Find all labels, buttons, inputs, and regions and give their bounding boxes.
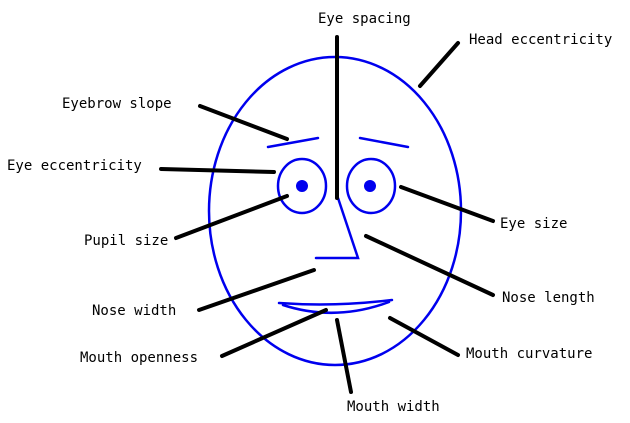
label-eye-size: Eye size: [500, 216, 567, 232]
right-pupil: [364, 180, 376, 192]
label-head-eccentricity: Head eccentricity: [469, 32, 612, 48]
left-pupil: [296, 180, 308, 192]
leader-pupil-size: [176, 196, 287, 238]
label-mouth-openness: Mouth openness: [80, 350, 198, 366]
leader-lines: [161, 37, 493, 392]
label-mouth-curvature: Mouth curvature: [466, 346, 592, 362]
label-nose-length: Nose length: [502, 290, 595, 306]
leader-eyebrow-slope: [200, 106, 287, 139]
nose: [316, 198, 358, 258]
label-mouth-width: Mouth width: [347, 399, 440, 415]
leader-head-eccentricity: [420, 43, 458, 86]
leader-eye-size: [401, 187, 493, 221]
leader-mouth-curvature: [390, 318, 458, 355]
left-eyebrow: [268, 138, 318, 147]
leader-mouth-openness: [222, 310, 326, 356]
label-eye-spacing: Eye spacing: [318, 11, 411, 27]
label-eyebrow-slope: Eyebrow slope: [62, 96, 172, 112]
label-eye-eccentricity: Eye eccentricity: [7, 158, 142, 174]
mouth-upper-lip: [279, 300, 392, 304]
leader-eye-eccentricity: [161, 169, 274, 172]
label-pupil-size: Pupil size: [84, 233, 168, 249]
right-eyebrow: [360, 138, 408, 147]
label-nose-width: Nose width: [92, 303, 176, 319]
leader-nose-length: [366, 236, 493, 295]
leader-mouth-width: [337, 320, 351, 392]
